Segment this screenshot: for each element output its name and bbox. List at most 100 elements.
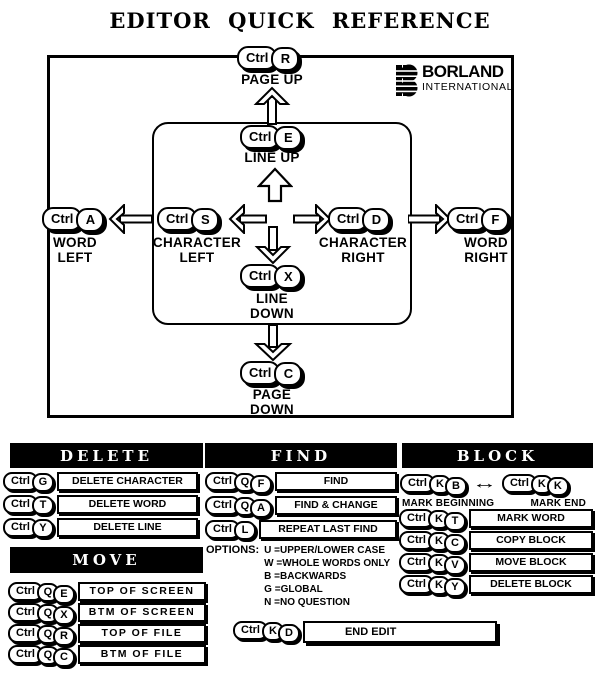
keycap-f: F [481,208,510,232]
keycap-t: T [31,496,54,515]
keycap-ctrl: Ctrl [157,207,198,231]
keycap-ctrl: Ctrl [447,207,488,231]
label-mark-word: MARK WORD [468,509,593,528]
keycap-e: E [52,585,75,604]
arrow-up-center-icon [257,167,293,203]
arrow-down-page-down-icon [253,325,293,361]
keycap-v: V [443,556,466,575]
arrow-up-page-up-icon [253,86,291,125]
keycap-ctrl: Ctrl [240,264,281,288]
borland-logo: BORLAND INTERNATIONAL [395,62,513,98]
keycap-a: A [249,499,272,518]
borland-b-icon [395,64,419,97]
arrow-down-center-icon [254,226,292,264]
bidirectional-arrow-icon: ↔ [471,475,498,492]
keycap-ctrl: Ctrl [8,603,43,622]
keycap-b: B [444,477,467,496]
keycap-d: D [277,624,300,643]
option-whole-words: W =WHOLE WORDS ONLY [264,558,391,569]
keycap-ctrl: Ctrl [3,495,38,514]
keycap-ctrl: Ctrl [237,46,278,70]
keycap-c: C [443,534,466,553]
find-options: OPTIONS: U =UPPER/LOWER CASE W =WHOLE WO… [206,544,398,609]
label-character-right: CHARACTER RIGHT [318,235,408,265]
keycap-ctrl: Ctrl [3,518,38,537]
page-title: EDITOR QUICK REFERENCE [109,8,491,33]
block-mark-labels: MARK BEGINNING MARK END [402,498,586,509]
label-delete-word: DELETE WORD [56,495,198,514]
keycap-ctrl: Ctrl [240,125,281,149]
block-section-header: BLOCK [402,443,593,468]
keycap-ctrl: Ctrl [399,575,434,594]
option-no-question: N =NO QUESTION [264,597,351,608]
keycap-t: T [443,512,466,531]
keycap-ctrl: Ctrl [399,509,434,528]
label-find-change: FIND & CHANGE [274,496,397,515]
label-copy-block: COPY BLOCK [468,531,593,550]
logo-subtitle: INTERNATIONAL [422,81,514,93]
keycap-r: R [271,47,300,71]
label-character-left: CHARACTER LEFT [152,235,242,265]
label-btm-of-file: BTM OF FILE [77,645,206,664]
option-upper-lower: U =UPPER/LOWER CASE [264,545,386,556]
keycap-ctrl: Ctrl [8,645,43,664]
label-word-left: WORD LEFT [53,235,97,265]
option-global: G =GLOBAL [264,584,323,595]
keycap-x: X [52,606,75,625]
keycap-d: D [362,208,391,232]
label-word-right: WORD RIGHT [464,235,508,265]
delete-section-header: DELETE [10,443,203,468]
label-line-down: LINE DOWN [250,291,294,321]
arrow-left-word-left-icon [108,204,152,234]
options-list: U =UPPER/LOWER CASE W =WHOLE WORDS ONLY … [264,544,390,609]
arrow-left-center-icon [228,204,267,234]
label-top-of-screen: TOP OF SCREEN [77,582,206,601]
label-line-up: LINE UP [244,150,300,165]
keycap-x: X [274,265,303,289]
arrow-right-word-right-icon [408,204,452,234]
label-delete-block: DELETE BLOCK [468,575,593,594]
label-page-down: PAGE DOWN [250,387,294,417]
label-find: FIND [274,472,397,491]
label-move-block: MOVE BLOCK [468,553,593,572]
keycap-y: Y [31,519,54,538]
keycap-y: Y [443,578,466,597]
keycap-ctrl: Ctrl [233,621,268,640]
label-mark-end: MARK END [530,498,586,509]
keycap-c: C [274,362,303,386]
label-mark-beginning: MARK BEGINNING [402,498,495,509]
option-backwards: B =BACKWARDS [264,571,347,582]
keycap-c: C [52,648,75,667]
arrow-right-center-icon [293,204,332,234]
keycap-ctrl: Ctrl [328,207,369,231]
logo-brand: BORLAND [422,62,504,81]
label-btm-of-screen: BTM OF SCREEN [77,603,206,622]
keycap-ctrl: Ctrl [8,624,43,643]
